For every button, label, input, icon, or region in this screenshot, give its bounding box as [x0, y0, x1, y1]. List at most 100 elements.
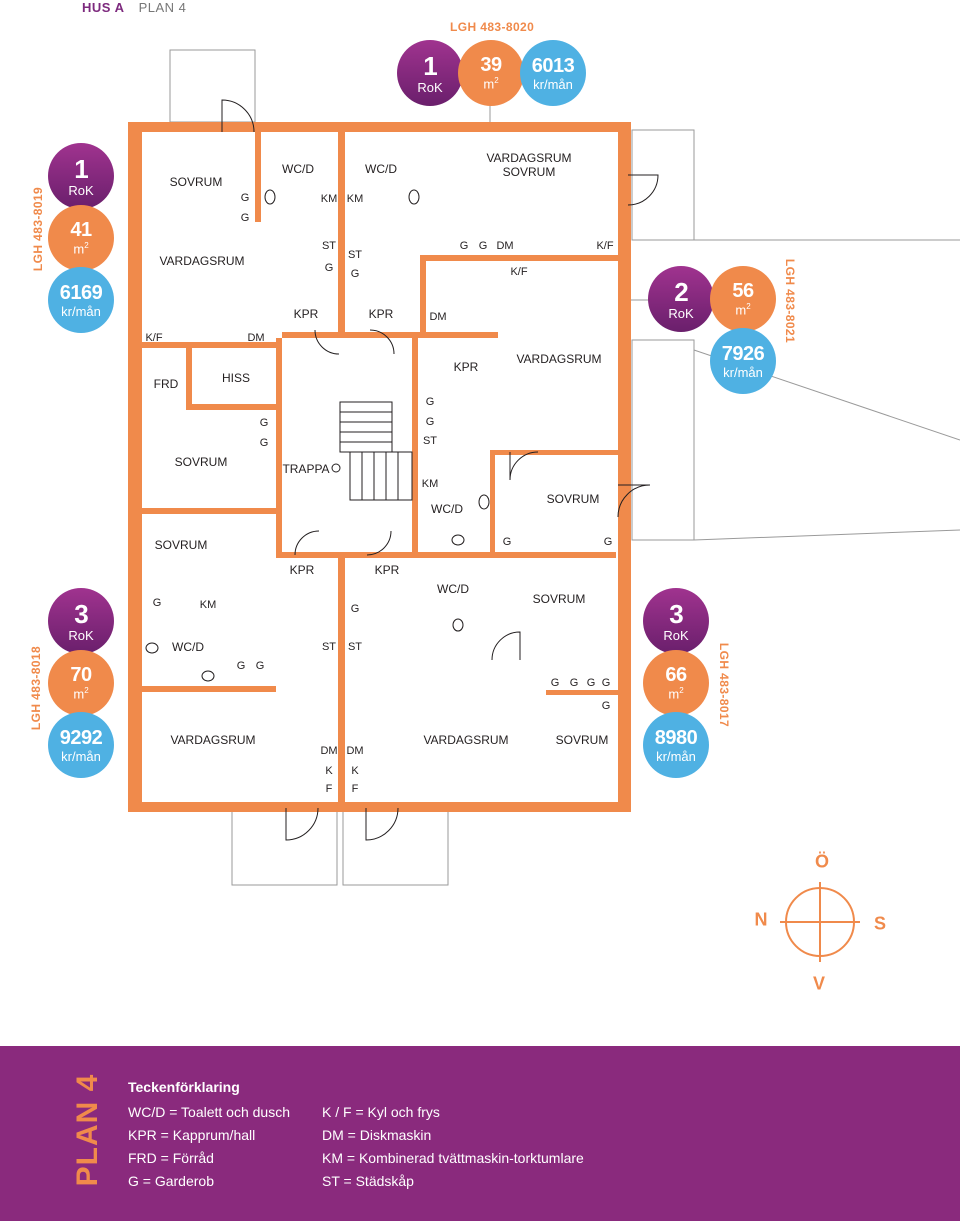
room-label: SOVRUM [555, 733, 609, 748]
compass-north-label: N [754, 909, 768, 930]
apartment-rent-bubble: 6169 kr/mån [48, 267, 114, 333]
component-label: G [502, 536, 512, 548]
building-label: HUS A [82, 0, 125, 15]
room-label: SOVRUM [532, 592, 586, 607]
room-label: WC/D [431, 502, 463, 517]
plan-label: PLAN 4 [71, 1073, 104, 1187]
legend-title: Teckenförklaring [128, 1079, 240, 1095]
apartment-rent-bubble: 6013 kr/mån [520, 40, 586, 106]
legend-item: DM = Diskmaskin [322, 1127, 432, 1143]
apartment-id: LGH 483-8017 [717, 642, 731, 728]
room-label: VARDAGSRUM [423, 733, 509, 748]
component-label: G [601, 677, 611, 689]
apartment-rooms-bubble: 3 RoK [48, 588, 114, 654]
component-label: G [478, 240, 488, 252]
component-label: ST [347, 249, 363, 261]
component-label: DM [429, 311, 447, 323]
balcony-bottom-left [231, 809, 338, 886]
balcony-right-top [631, 129, 695, 241]
apartment-area-bubble: 41 m2 [48, 205, 114, 271]
component-label: G [603, 536, 613, 548]
room-label: KPR [368, 307, 394, 322]
component-label: G [259, 417, 269, 429]
component-label: ST [321, 641, 337, 653]
apartment-id: LGH 483-8020 [450, 20, 535, 34]
component-label: K/F [596, 240, 614, 252]
apartment-area-bubble: 39 m2 [458, 40, 524, 106]
compass-south-label: S [873, 913, 887, 934]
room-label: VARDAGSRUM [170, 733, 256, 748]
room-label: SOVRUM [174, 455, 228, 470]
site-line-3 [693, 529, 960, 541]
room-label: KPR [453, 360, 479, 375]
apartment-rooms-bubble: 1 RoK [48, 143, 114, 209]
component-label: ST [347, 641, 363, 653]
apartment-rooms-bubble: 2 RoK [648, 266, 714, 332]
apartment-id: LGH 483-8019 [31, 186, 45, 272]
component-label: G [425, 396, 435, 408]
component-label: G [601, 700, 611, 712]
room-label: FRD [153, 377, 179, 392]
component-label: DM [346, 745, 364, 757]
apartment-area-bubble: 66 m2 [643, 650, 709, 716]
balcony-right-mid [631, 339, 695, 541]
component-label: G [259, 437, 269, 449]
legend-item: KPR = Kapprum/hall [128, 1127, 256, 1143]
room-label: KPR [374, 563, 400, 578]
floor-label: PLAN 4 [138, 0, 187, 15]
component-label: G [324, 262, 334, 274]
component-label: KM [199, 599, 217, 611]
legend-left-column: WC/D = Toalett och dusch KPR = Kapprum/h… [128, 1101, 290, 1193]
component-label: KM [346, 193, 364, 205]
room-label: WC/D [172, 640, 204, 655]
component-label: F [351, 783, 359, 795]
component-label: G [152, 597, 162, 609]
component-label: G [459, 240, 469, 252]
component-label: G [236, 660, 246, 672]
component-label: G [425, 416, 435, 428]
room-label: KPR [293, 307, 319, 322]
component-label: DM [320, 745, 338, 757]
room-label: VARDAGSRUM [516, 352, 602, 367]
component-label: K/F [145, 332, 163, 344]
room-label: KPR [289, 563, 315, 578]
component-label: G [350, 603, 360, 615]
component-label: K [351, 765, 359, 777]
apartment-rent-bubble: 7926 kr/mån [710, 328, 776, 394]
component-label: G [550, 677, 560, 689]
room-label: HISS [221, 371, 251, 386]
apartment-area-bubble: 56 m2 [710, 266, 776, 332]
legend-item: K / F = Kyl och frys [322, 1104, 440, 1120]
apartment-rent-bubble: 8980 kr/mån [643, 712, 709, 778]
component-label: ST [321, 240, 337, 252]
component-label: G [240, 192, 250, 204]
page-header: HUS A PLAN 4 [82, 0, 186, 15]
balcony-top [169, 49, 256, 123]
legend-item: FRD = Förråd [128, 1150, 214, 1166]
component-label: DM [247, 332, 265, 344]
apartment-id: LGH 483-8018 [29, 645, 43, 731]
room-label: WC/D [282, 162, 314, 177]
compass-rose [780, 882, 860, 962]
room-label: SOVRUM [546, 492, 600, 507]
component-label: KM [421, 478, 439, 490]
room-label: SOVRUM [154, 538, 208, 553]
compass-east-label: Ö [814, 851, 830, 872]
component-label: G [255, 660, 265, 672]
component-label: G [569, 677, 579, 689]
apartment-rent-bubble: 9292 kr/mån [48, 712, 114, 778]
legend-right-column: K / F = Kyl och frys DM = Diskmaskin KM … [322, 1101, 584, 1193]
component-label: F [325, 783, 333, 795]
apartment-id: LGH 483-8021 [783, 258, 797, 344]
component-label: KM [320, 193, 338, 205]
legend-footer [0, 1046, 960, 1221]
floor-plan [128, 49, 960, 886]
component-label: ST [422, 435, 438, 447]
room-label: WC/D [365, 162, 397, 177]
legend-item: G = Garderob [128, 1173, 214, 1189]
walls [128, 122, 631, 812]
component-label: G [586, 677, 596, 689]
apartment-rooms-bubble: 1 RoK [397, 40, 463, 106]
room-label: SOVRUM [169, 175, 223, 190]
